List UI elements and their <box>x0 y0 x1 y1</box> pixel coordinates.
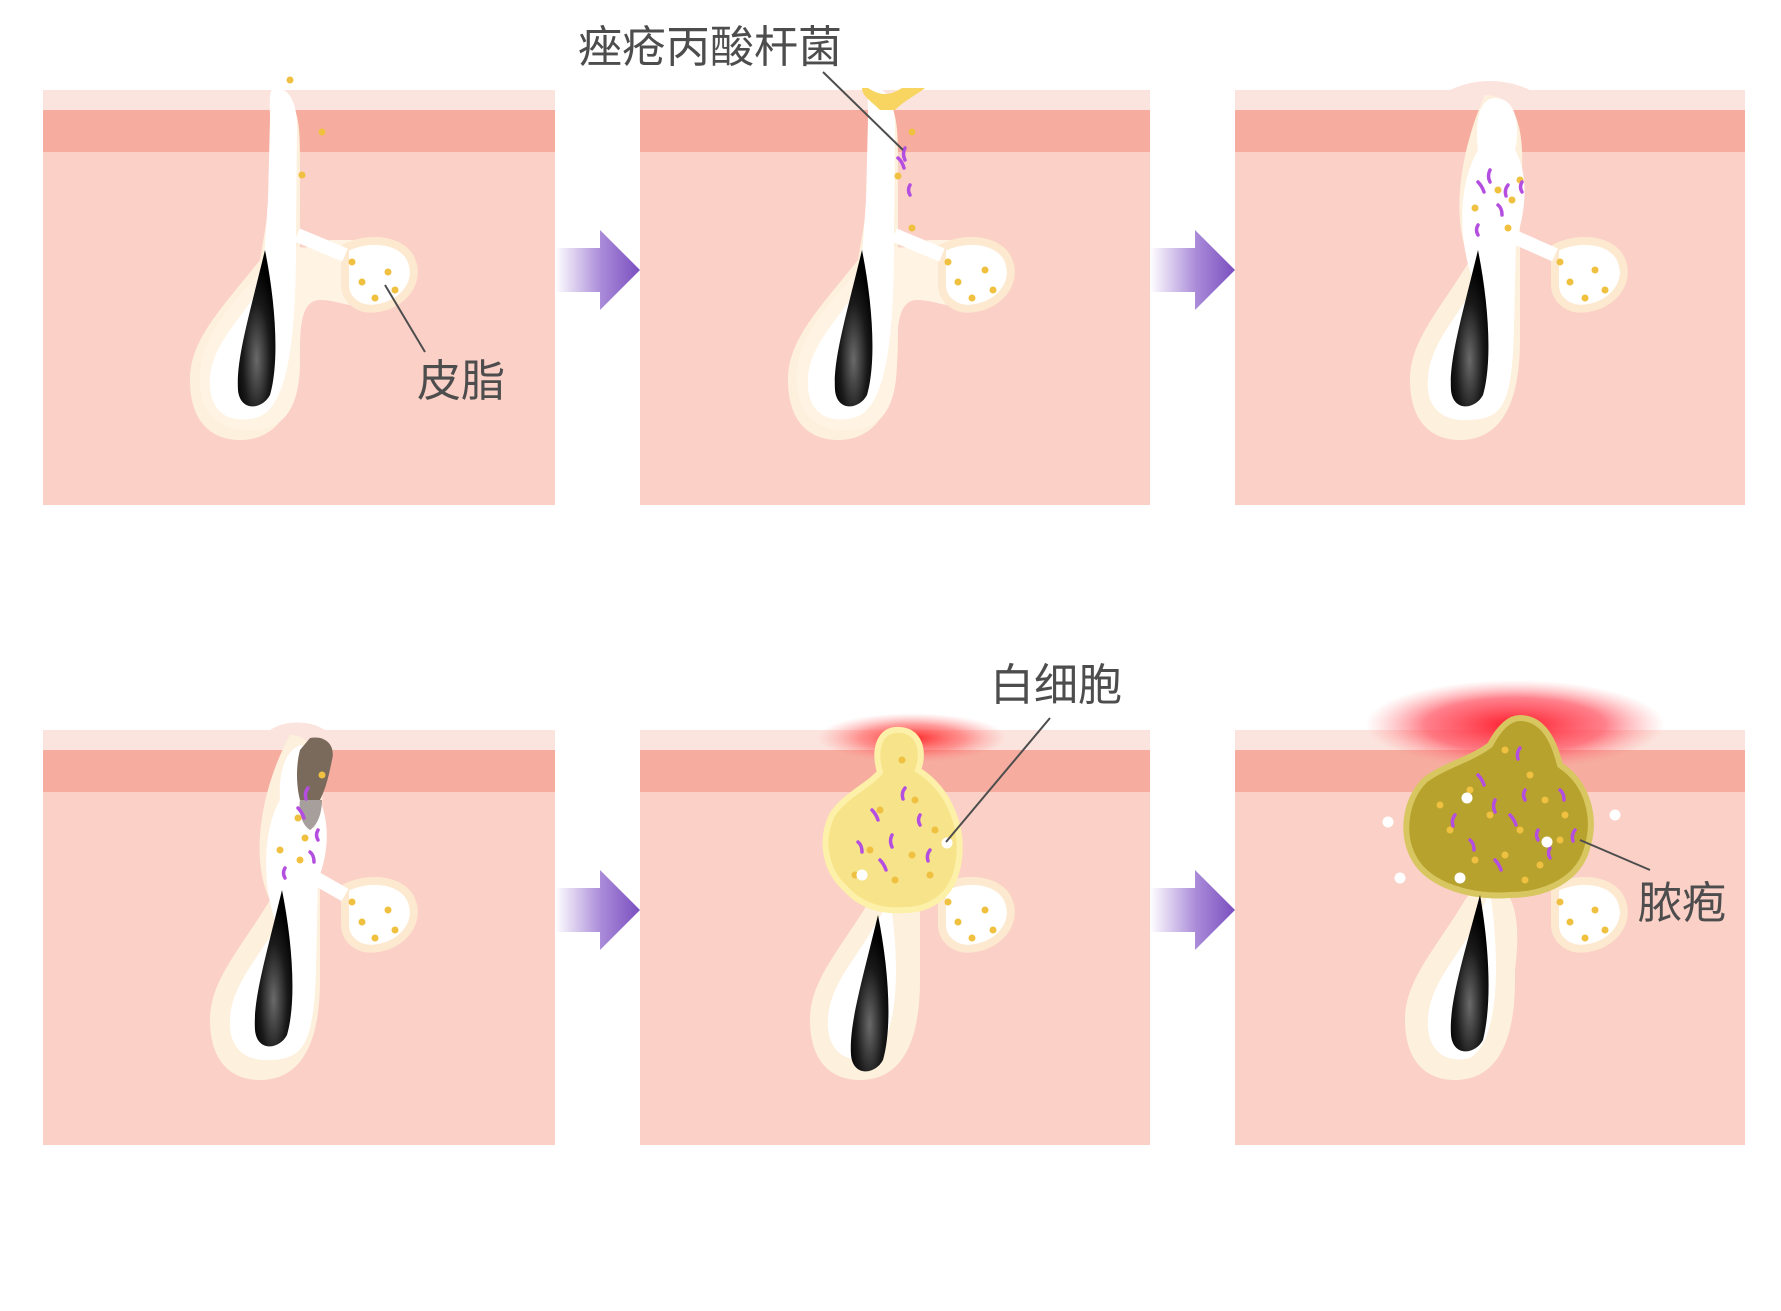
arrow-4 <box>1150 870 1235 950</box>
panel-stage-3 <box>1235 81 1745 505</box>
panel-stage-5 <box>640 713 1150 1145</box>
sebum-dots <box>1436 746 1609 942</box>
panel-stage-4 <box>43 722 555 1145</box>
bacteria <box>281 786 320 880</box>
panel-stage-1 <box>43 76 555 505</box>
sebum-label: 皮脂 <box>417 356 505 407</box>
pus-label: 脓疱 <box>1638 878 1726 929</box>
arrow-2 <box>1150 230 1235 310</box>
sebum-dots <box>286 76 399 302</box>
bacteria <box>1450 746 1577 872</box>
white-blood-cells <box>1382 792 1621 884</box>
bacteria <box>856 786 932 872</box>
sebum-dots <box>894 128 997 302</box>
sebum-dots <box>276 771 399 942</box>
white-blood-cell-label: 白细胞 <box>990 660 1122 711</box>
arrow-3 <box>555 870 640 950</box>
bacteria <box>1474 168 1524 237</box>
panel-stage-2 <box>640 71 1150 505</box>
sebum-dots <box>1471 176 1609 302</box>
bacteria-label: 痤疮丙酸杆菌 <box>578 22 842 73</box>
white-blood-cells <box>856 837 953 881</box>
sebum-dots <box>851 756 997 942</box>
arrow-1 <box>555 230 640 310</box>
panel-stage-6 <box>1235 680 1745 1145</box>
bacteria <box>896 146 912 197</box>
